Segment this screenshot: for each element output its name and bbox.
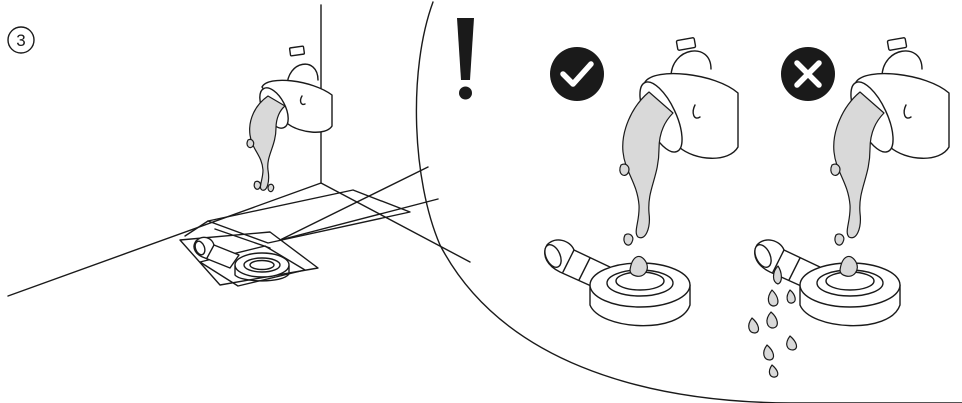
room-scene	[8, 5, 470, 296]
leaking-drops	[749, 290, 797, 377]
check-circle-icon	[550, 47, 604, 101]
drain-correct	[542, 240, 690, 326]
x-circle-icon	[781, 47, 835, 101]
drain-incorrect	[752, 240, 900, 326]
bucket-pouring-correct	[620, 38, 738, 246]
bucket-pouring-small	[247, 46, 332, 192]
bucket-pouring-incorrect	[831, 38, 949, 246]
step-number: 3	[16, 31, 25, 50]
detail-callout-circle	[416, 2, 962, 403]
exclamation-icon	[457, 18, 474, 100]
step-number-badge: 3	[8, 27, 34, 53]
